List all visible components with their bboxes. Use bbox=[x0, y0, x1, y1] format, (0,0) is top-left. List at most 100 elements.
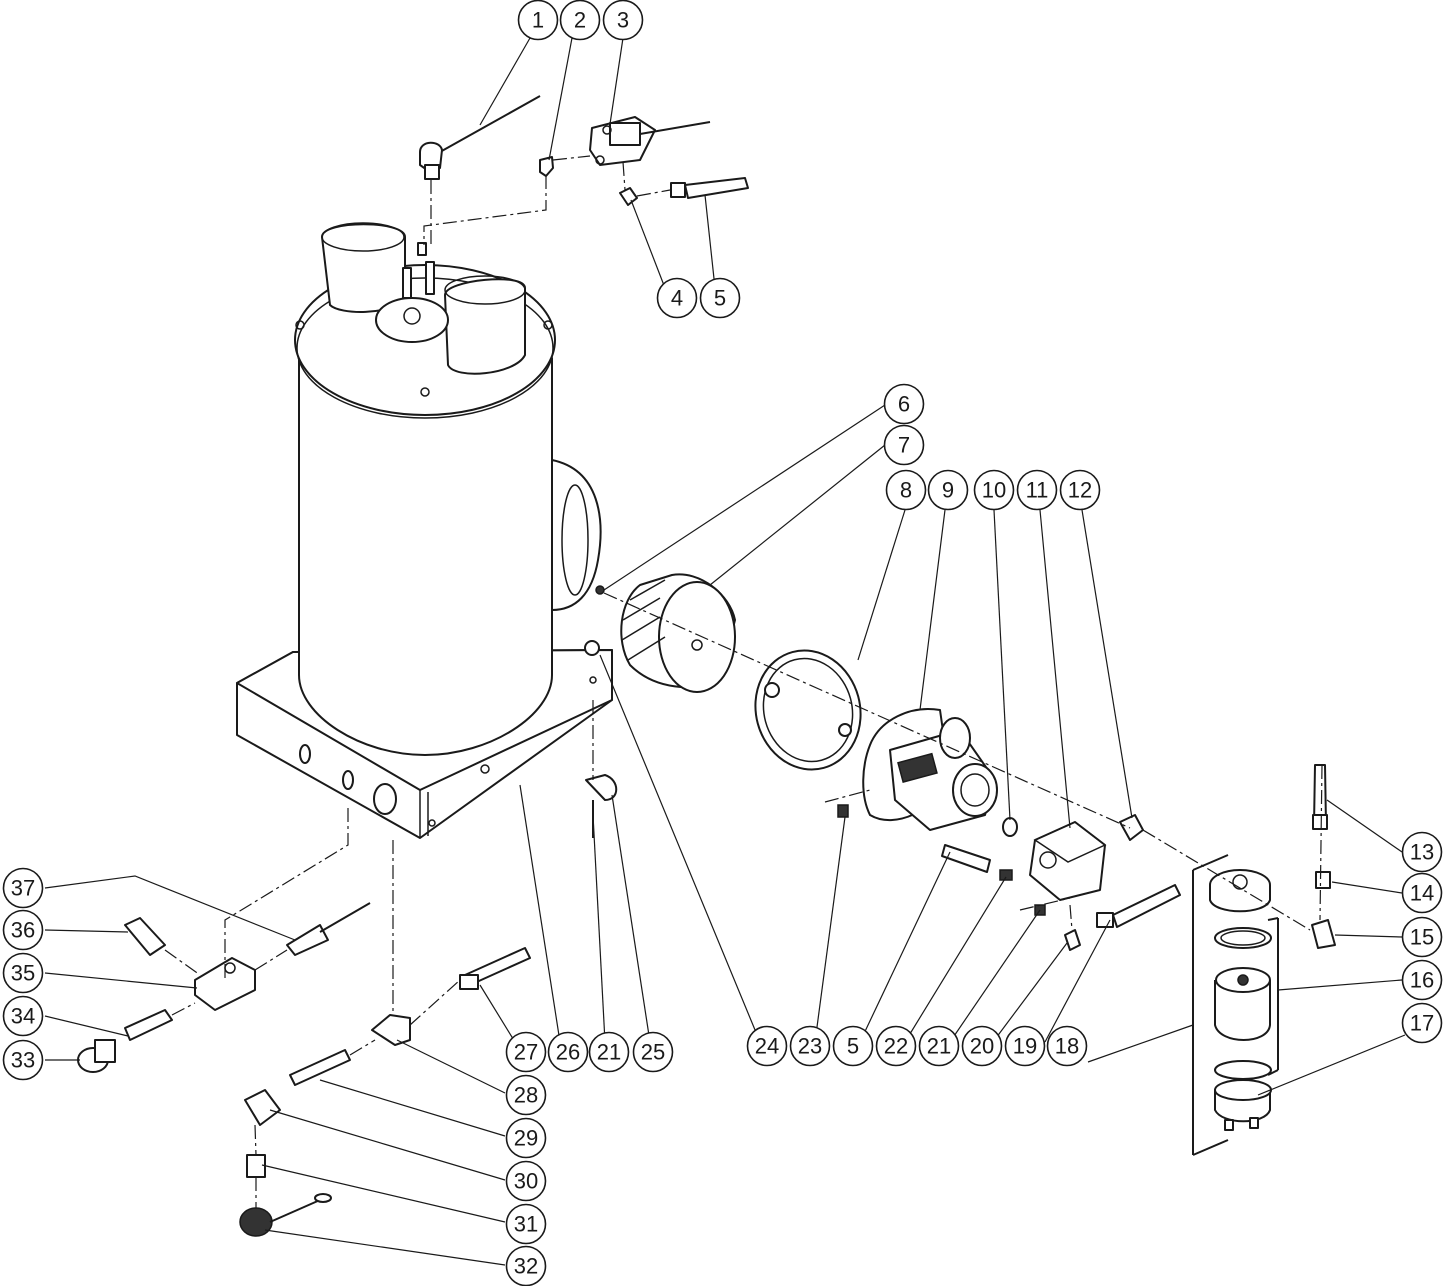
callout-25: 25 bbox=[632, 1031, 674, 1073]
callout-21-right: 21 bbox=[918, 1025, 960, 1067]
part-32-cap bbox=[239, 1193, 332, 1237]
center-lines bbox=[164, 155, 1323, 1208]
callout-34: 34 bbox=[2, 995, 44, 1037]
svg-text:13: 13 bbox=[1410, 840, 1434, 865]
callout-11: 11 bbox=[1016, 469, 1058, 511]
svg-text:1: 1 bbox=[532, 8, 544, 33]
svg-text:11: 11 bbox=[1026, 478, 1049, 503]
part-10-coupler bbox=[1002, 817, 1018, 837]
svg-text:21: 21 bbox=[597, 1040, 621, 1065]
heater-tank bbox=[236, 222, 613, 839]
part-24-nut bbox=[584, 640, 600, 656]
part-25-clamp bbox=[585, 774, 618, 838]
svg-text:3: 3 bbox=[617, 8, 629, 33]
part-6-screw bbox=[595, 585, 605, 595]
callout-5-bottom: 5 bbox=[832, 1025, 874, 1067]
svg-text:8: 8 bbox=[900, 478, 912, 503]
callout-19: 19 bbox=[1004, 1025, 1046, 1067]
callout-9: 9 bbox=[927, 469, 969, 511]
part-4-fitting bbox=[619, 187, 638, 206]
svg-text:24: 24 bbox=[755, 1034, 779, 1059]
callout-27: 27 bbox=[505, 1031, 547, 1073]
svg-text:14: 14 bbox=[1410, 881, 1434, 906]
part-35-block bbox=[194, 957, 256, 1011]
callout-21-left: 21 bbox=[588, 1031, 630, 1073]
svg-text:18: 18 bbox=[1055, 1034, 1079, 1059]
callout-8: 8 bbox=[885, 469, 927, 511]
svg-text:7: 7 bbox=[898, 433, 910, 458]
part-1-sensor bbox=[419, 95, 541, 180]
callout-12: 12 bbox=[1059, 469, 1101, 511]
callout-16: 16 bbox=[1401, 959, 1443, 1001]
callout-37: 37 bbox=[2, 867, 44, 909]
svg-text:9: 9 bbox=[942, 478, 954, 503]
svg-text:33: 33 bbox=[11, 1048, 35, 1073]
part-36-fitting bbox=[124, 917, 166, 956]
svg-text:6: 6 bbox=[898, 392, 910, 417]
callout-18: 18 bbox=[1046, 1025, 1088, 1067]
callout-28: 28 bbox=[505, 1074, 547, 1116]
part-7-blower-wheel bbox=[620, 573, 736, 693]
part-27-hose bbox=[459, 947, 531, 990]
part-3-solenoid-valve bbox=[589, 116, 711, 166]
svg-text:31: 31 bbox=[514, 1212, 538, 1237]
part-5-hose bbox=[670, 177, 749, 199]
callout-13: 13 bbox=[1401, 831, 1443, 873]
svg-text:22: 22 bbox=[884, 1034, 908, 1059]
svg-text:12: 12 bbox=[1068, 478, 1092, 503]
callout-6: 6 bbox=[883, 383, 925, 425]
callout-17: 17 bbox=[1401, 1002, 1443, 1044]
part-13-hose bbox=[1312, 764, 1328, 830]
callout-3: 3 bbox=[602, 0, 644, 41]
svg-text:16: 16 bbox=[1410, 968, 1434, 993]
callout-2: 2 bbox=[559, 0, 601, 41]
callout-20: 20 bbox=[961, 1025, 1003, 1067]
callout-33: 33 bbox=[2, 1039, 44, 1081]
part-20-fitting bbox=[1064, 929, 1081, 951]
part-8-gasket bbox=[754, 649, 862, 771]
part-37-sensor bbox=[286, 902, 371, 956]
part-19-hose bbox=[1096, 884, 1181, 928]
callout-32: 32 bbox=[505, 1245, 547, 1286]
svg-text:5: 5 bbox=[714, 286, 726, 311]
filter-assembly bbox=[1192, 854, 1279, 1156]
callout-5-top: 5 bbox=[699, 277, 741, 319]
callout-36: 36 bbox=[2, 909, 44, 951]
part-30-elbow bbox=[244, 1089, 281, 1126]
part-15-elbow bbox=[1311, 919, 1336, 949]
callout-4: 4 bbox=[656, 277, 698, 319]
svg-text:30: 30 bbox=[514, 1169, 538, 1194]
svg-text:36: 36 bbox=[11, 918, 35, 943]
part-22-shaft bbox=[941, 844, 1013, 881]
svg-text:26: 26 bbox=[556, 1040, 580, 1065]
svg-text:10: 10 bbox=[982, 478, 1006, 503]
svg-text:34: 34 bbox=[11, 1004, 35, 1029]
leader-lines bbox=[44, 37, 1406, 1266]
part-34-hose bbox=[124, 1009, 173, 1041]
callout-23: 23 bbox=[789, 1025, 831, 1067]
part-9-motor bbox=[862, 708, 998, 831]
svg-text:5: 5 bbox=[847, 1034, 859, 1059]
svg-text:25: 25 bbox=[641, 1040, 665, 1065]
part-23-screw bbox=[837, 804, 849, 818]
svg-text:4: 4 bbox=[671, 286, 683, 311]
part-11-fuel-pump bbox=[1029, 821, 1107, 901]
part-31-nut bbox=[246, 1154, 266, 1178]
svg-text:27: 27 bbox=[514, 1040, 538, 1065]
callout-22: 22 bbox=[875, 1025, 917, 1067]
svg-text:20: 20 bbox=[970, 1034, 994, 1059]
svg-text:2: 2 bbox=[574, 8, 586, 33]
svg-text:32: 32 bbox=[514, 1254, 538, 1279]
callout-26: 26 bbox=[547, 1031, 589, 1073]
callout-15: 15 bbox=[1401, 916, 1443, 958]
callout-14: 14 bbox=[1401, 872, 1443, 914]
svg-text:35: 35 bbox=[11, 961, 35, 986]
part-33-nut bbox=[77, 1039, 116, 1073]
svg-text:37: 37 bbox=[11, 876, 35, 901]
callout-30: 30 bbox=[505, 1160, 547, 1202]
svg-text:28: 28 bbox=[514, 1083, 538, 1108]
svg-text:21: 21 bbox=[927, 1034, 951, 1059]
part-29-hose bbox=[289, 1049, 351, 1086]
callout-7: 7 bbox=[883, 424, 925, 466]
